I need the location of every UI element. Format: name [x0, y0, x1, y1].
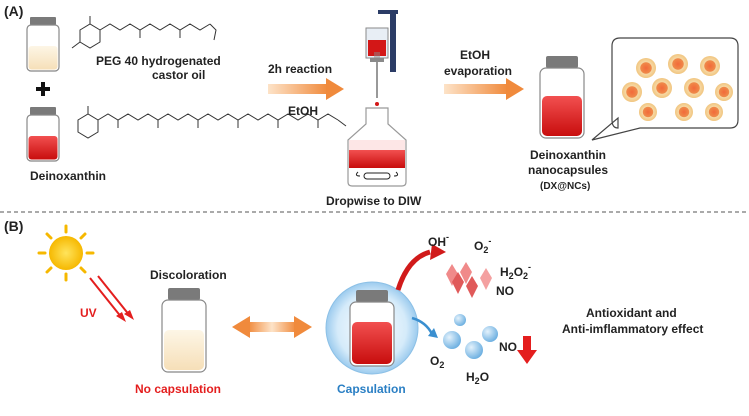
product-vial [539, 56, 585, 139]
step1-top-label: 2h reaction [268, 62, 333, 76]
product-no-label: NO [499, 340, 517, 354]
syringe [365, 10, 398, 128]
ros-oh-label: OH- [428, 232, 449, 249]
panel-a-label: (A) [4, 3, 24, 19]
deinoxanthin-structure [77, 106, 347, 139]
ros-curved-arrow [395, 249, 431, 291]
peg-structure [71, 16, 217, 49]
plus-sign [36, 82, 50, 96]
ros-no-label: NO [496, 284, 514, 298]
ros-o2-label: O2- [474, 236, 492, 255]
nanocapsule-bubble [591, 37, 739, 141]
bubble-curved-arrow [411, 316, 434, 335]
bubble-arrowhead [428, 328, 438, 338]
panel-b-label: (B) [4, 218, 24, 234]
step2-line2-label: evaporation [444, 64, 513, 78]
product-line3-label: (DX@NCs) [540, 181, 591, 192]
arrow-evaporation [444, 78, 524, 100]
product-line1-label: Deinoxanthin [530, 148, 607, 162]
no-capsulation-vial [161, 288, 207, 373]
uv-arrows [89, 275, 134, 322]
product-line2-label: nanocapsules [528, 163, 609, 177]
discoloration-label: Discoloration [150, 268, 227, 282]
effect-line1-label: Antioxidant and [586, 306, 677, 320]
ros-diamonds [446, 262, 492, 298]
peg-name-line1: PEG 40 hydrogenated [96, 54, 221, 68]
uv-label: UV [80, 306, 97, 320]
dropwise-label: Dropwise to DIW [326, 194, 422, 208]
product-h2o-label: H2O [466, 370, 490, 386]
step2-line1-label: EtOH [460, 48, 490, 62]
product-bubbles [443, 314, 498, 359]
arrow-reaction [268, 78, 344, 100]
no-capsulation-label: No capsulation [135, 382, 222, 396]
product-o2-label: O2 [430, 354, 445, 370]
double-arrow [232, 316, 312, 338]
deinoxanthin-vial [26, 107, 60, 162]
capsulation-label: Capsulation [337, 382, 406, 396]
capsulation-vial [325, 281, 419, 375]
ros-arrowhead [430, 244, 446, 260]
reaction-flask [347, 107, 407, 187]
ros-h2o2-label: H2O2- [500, 262, 532, 281]
sun-icon [37, 224, 95, 282]
peg-name-line2: castor oil [152, 68, 206, 82]
effect-line2-label: Anti-imflammatory effect [562, 322, 704, 336]
peg-vial [26, 17, 60, 72]
no-decrease-arrow [517, 336, 537, 364]
deinoxanthin-label: Deinoxanthin [30, 169, 107, 183]
step1-bottom-label: EtOH [288, 104, 318, 118]
